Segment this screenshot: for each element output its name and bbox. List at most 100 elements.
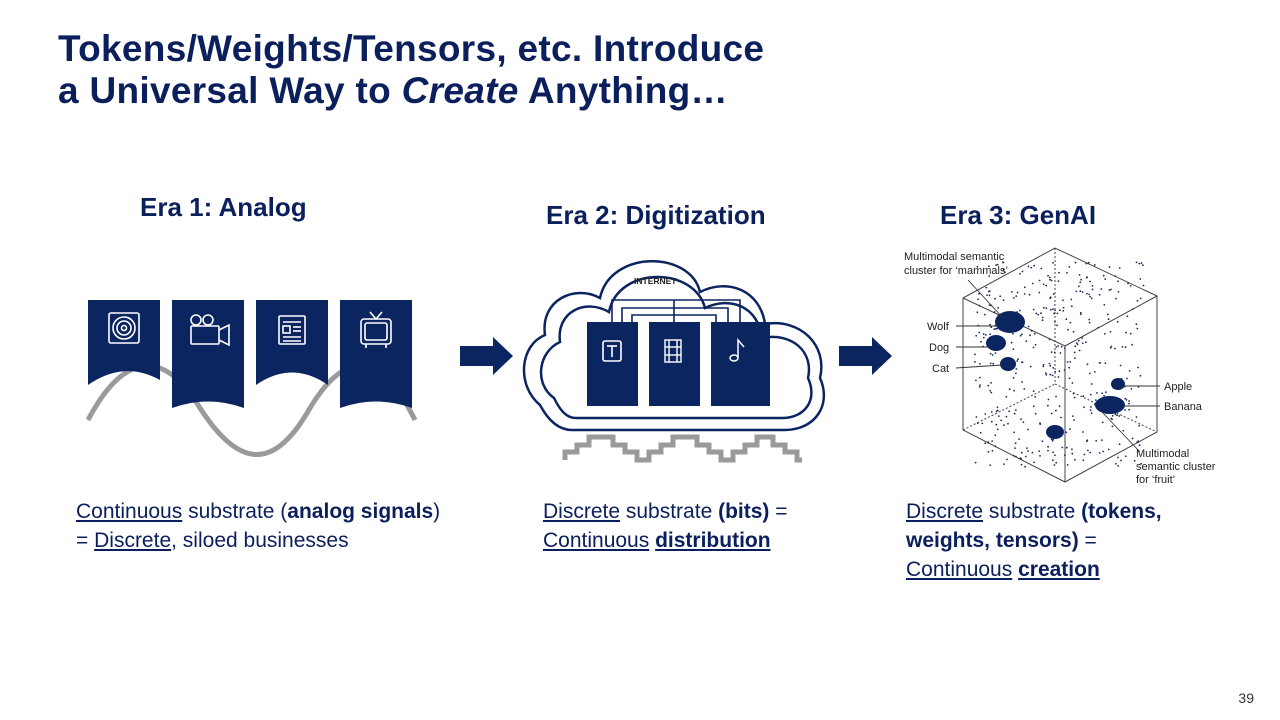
scatter-dot — [1068, 266, 1071, 268]
scatter-dot — [1048, 362, 1051, 365]
scatter-dot — [1024, 465, 1026, 468]
caption-3-creation: creation — [1018, 558, 1100, 581]
scatter-dot — [1114, 413, 1117, 416]
scatter-dot — [978, 386, 981, 388]
scatter-dot — [979, 431, 982, 434]
scatter-dot — [1033, 264, 1036, 267]
scatter-dot — [1027, 428, 1029, 431]
scatter-dot — [994, 445, 997, 448]
scatter-dot — [996, 409, 999, 412]
scatter-dot — [1089, 393, 1092, 396]
scatter-dot — [1117, 465, 1119, 467]
scatter-dot — [1053, 464, 1056, 466]
caption-2-text-b: = — [769, 500, 788, 523]
scatter-dot — [1110, 288, 1112, 291]
scatter-dot — [1049, 297, 1052, 300]
scatter-dot — [1137, 366, 1139, 369]
arrow-era2-to-era3 — [839, 337, 892, 375]
scatter-dot — [999, 295, 1002, 298]
scatter-dot — [1124, 346, 1127, 349]
scatter-dot — [1136, 299, 1139, 302]
scatter-dot — [1037, 313, 1040, 316]
scatter-dot — [1075, 290, 1078, 293]
scatter-dot — [1060, 416, 1062, 419]
scatter-dot — [1081, 342, 1084, 345]
era-3-caption: Discrete substrate (tokens, weights, ten… — [906, 497, 1236, 584]
scatter-dot — [1129, 285, 1132, 287]
scatter-dot — [1115, 297, 1117, 300]
scatter-dot — [1079, 313, 1082, 316]
scatter-dot — [1082, 431, 1084, 433]
scatter-dot — [1032, 308, 1035, 311]
scatter-dot — [1034, 343, 1037, 346]
scatter-dot — [1053, 312, 1055, 315]
scatter-dot — [987, 451, 990, 453]
scatter-dot — [996, 263, 999, 266]
era-1-caption: Continuous substrate (analog signals) = … — [76, 497, 516, 555]
scatter-dot — [1089, 451, 1091, 454]
server-film — [649, 322, 700, 406]
scatter-dot — [1093, 371, 1096, 373]
scatter-dot — [991, 354, 994, 356]
scatter-dot — [1125, 398, 1128, 401]
scatter-dot — [1038, 450, 1041, 452]
scatter-dot — [1027, 325, 1030, 328]
scatter-dot — [1114, 347, 1116, 350]
scatter-dot — [1088, 293, 1091, 296]
cube-labels: Multimodal semantic cluster for ‘mammals… — [904, 251, 1216, 486]
slide-title: Tokens/Weights/Tensors, etc. Introduce a… — [58, 28, 958, 112]
scatter-dot — [996, 406, 999, 409]
scatter-dot — [1118, 267, 1121, 269]
scatter-dot — [989, 362, 992, 365]
scatter-dot — [1021, 270, 1024, 273]
scatter-dot — [1016, 291, 1019, 294]
scatter-dot — [1103, 303, 1106, 306]
scatter-dot — [1115, 462, 1117, 465]
caption-3-text-a: substrate — [983, 500, 1082, 523]
scatter-dot — [1119, 364, 1122, 367]
scatter-dot — [991, 449, 994, 452]
caption-2-continuous: Continuous — [543, 529, 650, 552]
caption-2-text-a: substrate — [620, 500, 719, 523]
scatter-dot — [1106, 313, 1109, 316]
scatter-dot — [1013, 389, 1015, 392]
scatter-dot — [989, 352, 992, 355]
mammals-label-2: cluster for ‘mammals’ — [904, 265, 1008, 277]
caption-2-bits: (bits) — [718, 500, 770, 523]
scatter-dot — [987, 384, 990, 387]
scatter-dot — [1085, 440, 1088, 443]
scatter-dot — [1005, 415, 1008, 418]
scatter-dot — [1049, 308, 1052, 311]
scatter-dot — [1065, 318, 1068, 321]
scatter-dot — [1083, 453, 1086, 456]
scatter-dot — [1072, 392, 1075, 395]
scatter-dot — [1074, 345, 1077, 348]
scatter-dot — [1140, 262, 1143, 264]
scatter-dot — [1108, 289, 1111, 291]
dog-label: Dog — [929, 342, 949, 354]
scatter-dot — [1038, 279, 1041, 282]
scatter-dot — [1000, 419, 1002, 422]
scatter-dot — [1079, 290, 1082, 293]
scatter-dot — [1108, 266, 1111, 268]
scatter-dot — [1034, 396, 1037, 398]
scatter-dot — [1089, 409, 1092, 411]
scatter-dot — [990, 391, 993, 394]
scatter-dot — [1021, 381, 1023, 383]
scatter-dot — [994, 434, 997, 437]
internet-label: INTERNET — [634, 276, 677, 286]
scatter-dot — [1085, 341, 1087, 344]
scatter-dot — [1139, 278, 1142, 280]
scatter-dot — [1052, 261, 1054, 264]
scatter-dot — [1045, 372, 1047, 374]
scatter-dot — [979, 376, 981, 379]
scatter-dot — [1047, 398, 1050, 401]
scatter-dot — [1079, 311, 1082, 314]
scatter-dot — [1054, 321, 1056, 323]
scatter-dot — [993, 328, 996, 331]
scatter-dot — [1049, 364, 1052, 367]
scatter-dot — [1026, 447, 1028, 449]
caption-3-weights-tensors: weights, tensors) — [906, 529, 1079, 552]
scatter-dot — [1073, 396, 1076, 399]
